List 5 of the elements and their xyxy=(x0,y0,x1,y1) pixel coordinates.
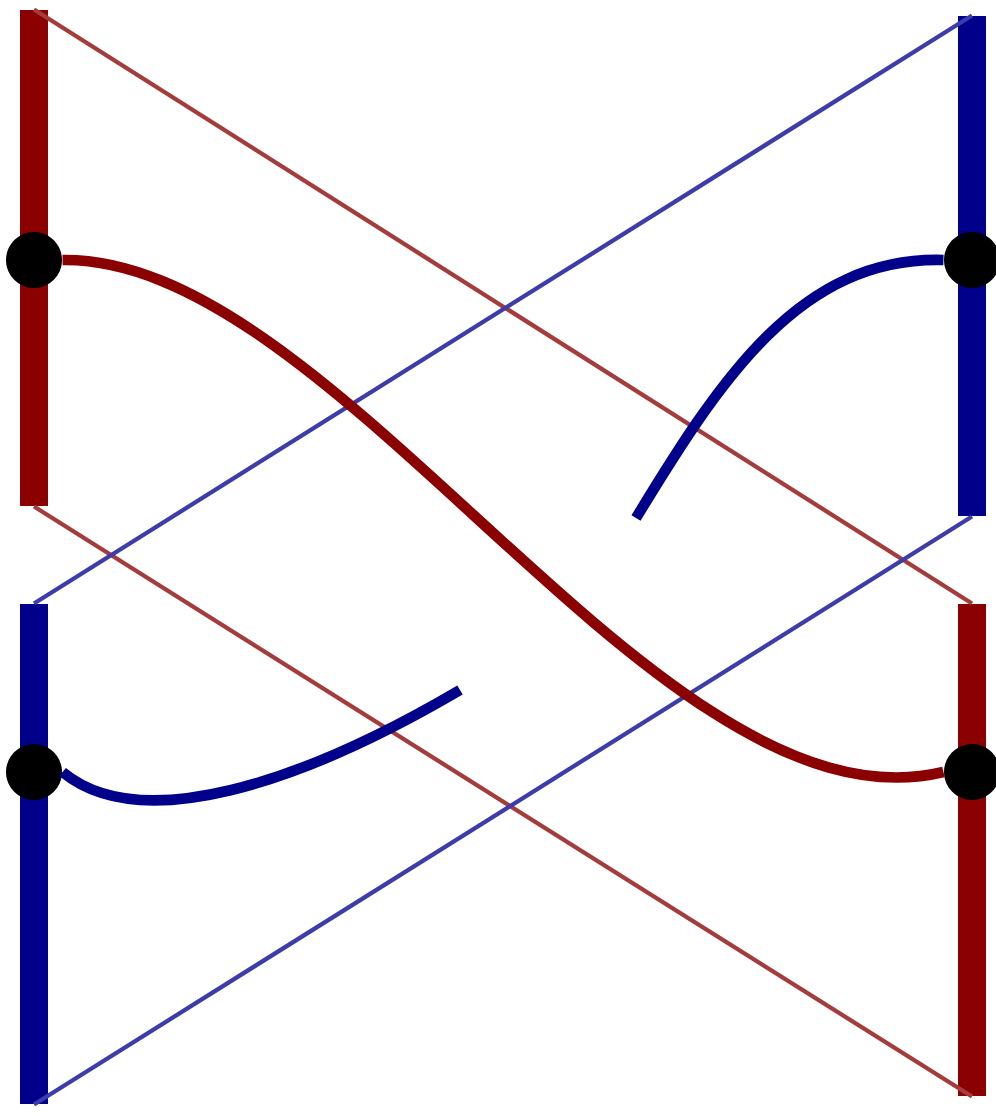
dot xyxy=(6,744,62,800)
line xyxy=(631,254,944,521)
line xyxy=(59,685,463,806)
line xyxy=(61,254,944,782)
dot xyxy=(6,232,62,288)
